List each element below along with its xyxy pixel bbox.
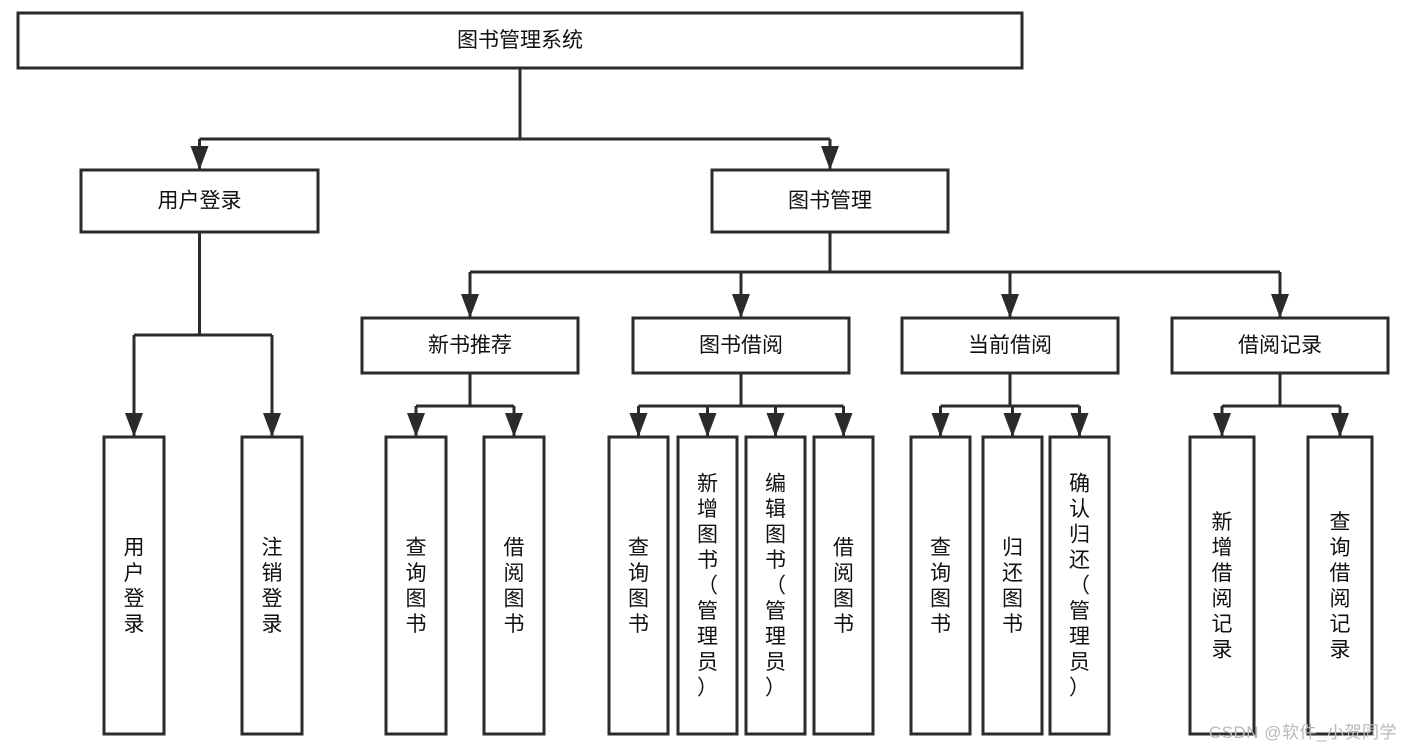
node-leaf-edit-book[interactable]: 编辑图书（管理员） (744, 435, 807, 736)
node-user-login-box[interactable] (79, 168, 320, 234)
node-book-manage-box[interactable] (710, 168, 950, 234)
node-leaf-borrow-book-2-box[interactable] (812, 435, 875, 736)
node-leaf-borrow-book-1-box[interactable] (482, 435, 546, 736)
node-current-borrow[interactable]: 当前借阅 (900, 316, 1120, 375)
node-root-book-management-system-label: 图书管理系统 (457, 29, 583, 52)
node-user-login[interactable]: 用户登录 (79, 168, 320, 234)
connector-layer (125, 68, 1349, 437)
arrow-head-book-manage (821, 146, 839, 170)
node-leaf-add-record-box[interactable] (1188, 435, 1256, 736)
node-leaf-borrow-book-1-label: 借阅图书 (504, 536, 525, 636)
node-leaf-query-book-3-box[interactable] (909, 435, 972, 736)
arrow-head-leaf-add-book (698, 413, 717, 437)
node-leaf-user-login-box[interactable] (102, 435, 166, 736)
arrow-head-leaf-edit-book (766, 413, 785, 437)
arrow-head-leaf-user-login (125, 413, 143, 437)
node-leaf-add-book-label: 新增图书（管理员） (697, 473, 718, 700)
arrow-head-leaf-add-record (1213, 413, 1231, 437)
node-borrow-record-box[interactable] (1170, 316, 1390, 375)
arrow-head-leaf-return-book (1003, 413, 1022, 437)
arrow-head-leaf-confirm-return (1070, 413, 1089, 437)
arrow-head-user-login (190, 146, 209, 170)
arrow-head-leaf-query-book-3 (931, 413, 950, 437)
node-book-borrow-label: 图书借阅 (699, 334, 783, 357)
node-leaf-query-book-2-box[interactable] (607, 435, 670, 736)
node-leaf-user-logout-label: 注销登录 (262, 536, 283, 636)
node-borrow-record-label: 借阅记录 (1238, 334, 1322, 357)
arrow-head-leaf-user-logout (263, 413, 281, 437)
node-new-book-recommend[interactable]: 新书推荐 (360, 316, 580, 375)
node-leaf-query-book-1[interactable]: 查询图书 (384, 435, 448, 736)
node-leaf-query-record[interactable]: 查询借阅记录 (1306, 435, 1374, 736)
node-leaf-user-logout-box[interactable] (240, 435, 304, 736)
node-layer: 图书管理系统用户登录图书管理新书推荐图书借阅当前借阅借阅记录用户登录注销登录查询… (16, 11, 1390, 736)
node-leaf-query-book-2-label: 查询图书 (628, 536, 649, 636)
arrow-head-leaf-query-book-1 (407, 413, 425, 437)
arrow-head-leaf-borrow-book-2 (834, 413, 853, 437)
node-leaf-query-record-box[interactable] (1306, 435, 1374, 736)
node-new-book-recommend-label: 新书推荐 (428, 334, 512, 357)
node-leaf-user-login[interactable]: 用户登录 (102, 435, 166, 736)
node-leaf-query-book-1-box[interactable] (384, 435, 448, 736)
node-leaf-query-record-label: 查询借阅记录 (1330, 511, 1351, 662)
node-leaf-query-book-2[interactable]: 查询图书 (607, 435, 670, 736)
node-leaf-add-book[interactable]: 新增图书（管理员） (676, 435, 739, 736)
node-current-borrow-box[interactable] (900, 316, 1120, 375)
node-leaf-confirm-return-label: 确认归还（管理员） (1069, 473, 1090, 700)
arrow-head-current-borrow (1001, 294, 1019, 318)
node-book-manage-label: 图书管理 (788, 190, 872, 213)
node-leaf-return-book[interactable]: 归还图书 (981, 435, 1044, 736)
node-root-book-management-system[interactable]: 图书管理系统 (16, 11, 1024, 70)
node-leaf-confirm-return[interactable]: 确认归还（管理员） (1048, 435, 1111, 736)
node-leaf-add-record-label: 新增借阅记录 (1212, 511, 1233, 662)
node-leaf-edit-book-box[interactable] (744, 435, 807, 736)
node-book-borrow-box[interactable] (631, 316, 851, 375)
node-leaf-borrow-book-2-label: 借阅图书 (833, 536, 854, 636)
node-leaf-confirm-return-box[interactable] (1048, 435, 1111, 736)
arrow-head-leaf-borrow-book-1 (505, 413, 523, 437)
arrow-head-borrow-record (1271, 294, 1289, 318)
node-leaf-query-book-1-label: 查询图书 (406, 536, 427, 636)
node-leaf-add-book-box[interactable] (676, 435, 739, 736)
node-book-manage[interactable]: 图书管理 (710, 168, 950, 234)
node-current-borrow-label: 当前借阅 (968, 334, 1052, 357)
node-leaf-borrow-book-2[interactable]: 借阅图书 (812, 435, 875, 736)
node-leaf-user-login-label: 用户登录 (124, 536, 145, 636)
node-borrow-record[interactable]: 借阅记录 (1170, 316, 1390, 375)
node-book-borrow[interactable]: 图书借阅 (631, 316, 851, 375)
node-leaf-add-record[interactable]: 新增借阅记录 (1188, 435, 1256, 736)
node-user-login-label: 用户登录 (158, 190, 242, 213)
node-leaf-borrow-book-1[interactable]: 借阅图书 (482, 435, 546, 736)
arrow-head-new-book-recommend (461, 294, 479, 318)
arrow-head-leaf-query-book-2 (629, 413, 648, 437)
node-leaf-return-book-label: 归还图书 (1002, 536, 1023, 636)
node-leaf-return-book-box[interactable] (981, 435, 1044, 736)
node-leaf-query-book-3-label: 查询图书 (930, 536, 951, 636)
node-leaf-query-book-3[interactable]: 查询图书 (909, 435, 972, 736)
arrow-head-book-borrow (732, 294, 750, 318)
node-root-book-management-system-box[interactable] (16, 11, 1024, 70)
node-leaf-edit-book-label: 编辑图书（管理员） (765, 473, 786, 700)
node-new-book-recommend-box[interactable] (360, 316, 580, 375)
node-leaf-user-logout[interactable]: 注销登录 (240, 435, 304, 736)
arrow-head-leaf-query-record (1331, 413, 1349, 437)
